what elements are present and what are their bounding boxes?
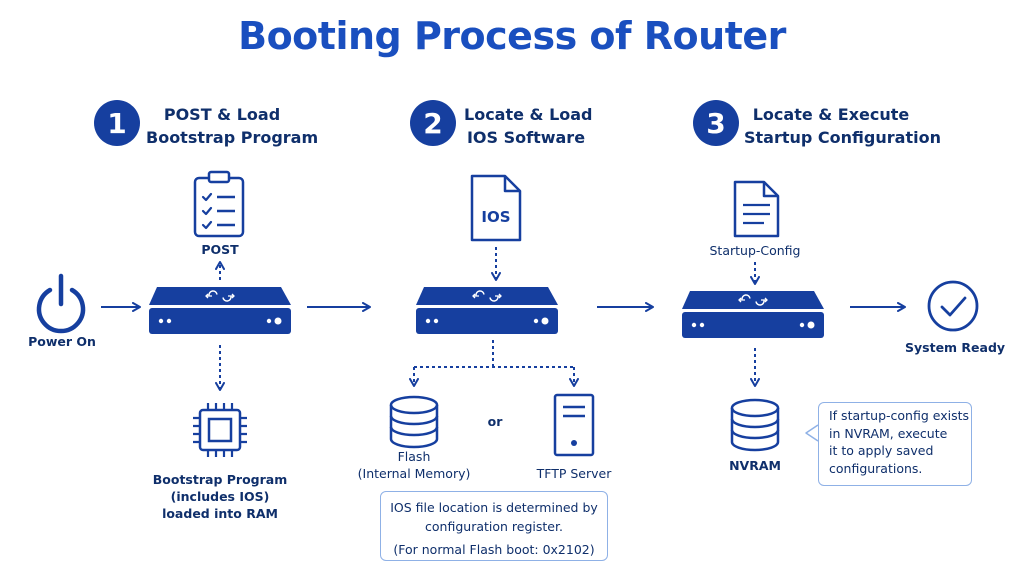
ios-location-note: IOS file location is determined by confi…	[380, 491, 608, 561]
flash-label-line1: Flash	[397, 449, 431, 464]
bootstrap-label-line1: Bootstrap Program	[152, 472, 288, 487]
power-icon	[36, 273, 86, 334]
tftp-label: TFTP Server	[536, 466, 612, 481]
post-label: POST	[201, 242, 239, 257]
ios-location-note-line1: IOS file location is determined by	[390, 500, 598, 515]
ios-location-note-line2: configuration register.	[425, 519, 563, 534]
note-pointer	[805, 424, 819, 442]
step-1-title-line1: POST & Load	[163, 105, 281, 124]
ios-location-note-line3: (For normal Flash boot: 0x2102)	[393, 542, 595, 557]
bootstrap-label-line2: (includes IOS)	[170, 489, 270, 504]
step-3-title-line1: Locate & Execute	[752, 105, 910, 124]
server-icon	[553, 393, 595, 457]
bootstrap-label-line3: loaded into RAM	[162, 506, 278, 521]
clipboard-checklist-icon	[193, 170, 245, 238]
step-2-title-line2: IOS Software	[466, 128, 586, 147]
nvram-note-line2: in NVRAM, execute	[829, 425, 948, 441]
nvram-note: If startup-config exists in NVRAM, execu…	[818, 402, 972, 486]
chip-icon	[193, 403, 247, 457]
ios-file-icon: IOS	[470, 174, 522, 242]
router-icon	[148, 286, 292, 335]
nvram-note-line3: it to apply saved	[829, 443, 934, 458]
step-2-title: Locate & Load IOS Software	[464, 103, 593, 149]
nvram-label: NVRAM	[729, 458, 781, 473]
nvram-note-line1: If startup-config exists	[829, 408, 970, 423]
database-icon	[389, 395, 439, 449]
step-3-title: Locate & Execute Startup Configuration	[744, 103, 941, 149]
bootstrap-label: Bootstrap Program (includes IOS) loaded …	[140, 471, 300, 522]
step-1-badge: 1	[94, 100, 140, 146]
flash-label: Flash (Internal Memory)	[352, 448, 476, 482]
document-icon	[733, 180, 780, 238]
step-1-title: POST & Load Bootstrap Program	[146, 103, 319, 149]
step-2-title-line1: Locate & Load	[464, 105, 593, 124]
step-3-badge: 3	[693, 100, 739, 146]
ios-file-label: IOS	[481, 208, 510, 226]
power-on-label: Power On	[28, 334, 96, 349]
step-3-title-line2: Startup Configuration	[744, 128, 941, 147]
router-icon	[415, 286, 559, 335]
nvram-note-line4: configurations.	[829, 460, 923, 476]
step-1-title-line2: Bootstrap Program	[146, 128, 319, 147]
check-circle-icon	[927, 280, 979, 332]
or-label: or	[487, 414, 503, 429]
database-icon	[730, 398, 780, 452]
flash-label-line2: (Internal Memory)	[357, 466, 471, 481]
system-ready-label: System Ready	[905, 340, 1006, 355]
router-icon	[681, 290, 825, 339]
startup-config-label: Startup-Config	[709, 243, 801, 258]
page-title: Booting Process of Router	[238, 14, 786, 58]
step-2-badge: 2	[410, 100, 456, 146]
